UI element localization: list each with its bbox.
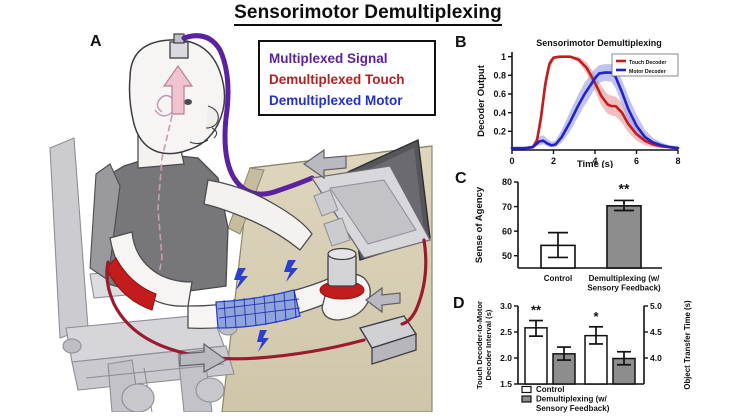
red-sensory-cable <box>105 238 428 361</box>
panel-b-ytick: 0.4 <box>493 108 506 118</box>
panel-letter-c: C <box>455 170 467 187</box>
panel-d-interval-chart: 1.5 2.0 2.5 3.0 4.0 4.5 5.0 Touch Decoder-to-… <box>466 296 736 414</box>
hand-grasping-object <box>319 247 371 321</box>
panel-c-agency-chart: 50 60 70 80 Sense of Agency Control Demultip… <box>466 172 734 294</box>
bci-setup-illustration <box>49 33 433 412</box>
panel-a-illustration <box>12 28 444 412</box>
panel-c-category-label: Demultiplexing (w/ <box>589 274 660 283</box>
panel-letter-b: B <box>455 34 467 51</box>
panel-b-xtick: 2 <box>551 156 556 166</box>
multiplexed-signal-arrow <box>162 64 194 115</box>
panel-b-x-axis-label: Time (s) <box>577 159 613 168</box>
blue-stimulation-sleeve <box>215 289 301 329</box>
panel-d-legend-swatch <box>521 385 532 394</box>
panel-b-xtick: 0 <box>509 156 514 166</box>
direction-arrows <box>179 148 401 374</box>
panel-b-line-motor <box>510 71 680 150</box>
panel-b-legend-touch: Touch Decoder <box>629 60 666 66</box>
panel-c-category-label: Sensory Feedback) <box>587 284 661 293</box>
panel-d-plot: 1.5 2.0 2.5 3.0 4.0 4.5 5.0 Touch Decoder-to-… <box>475 300 692 413</box>
panel-b-xtick: 4 <box>592 156 597 166</box>
panel-b-plot: Touch Decoder Motor Decoder 0.2 0.4 0.6 0.8… <box>476 52 681 170</box>
panel-d-ytick-left: 1.5 <box>500 379 512 389</box>
panel-b-xtick: 6 <box>634 156 639 166</box>
panel-c-ytick: 60 <box>502 226 512 236</box>
stimulation-bolt-icons <box>234 260 298 352</box>
panel-c-significance: ** <box>619 180 630 196</box>
panel-d-y-axis-label-left-line: Touch Decoder-to-Motor <box>475 301 484 389</box>
panel-d-ytick-left: 2.0 <box>500 353 512 363</box>
panel-d-legend-swatch <box>521 395 532 403</box>
laptop-decoder <box>310 138 431 261</box>
panel-d-y-axis-label-right: Object Transfer Time (s) <box>683 300 692 390</box>
panel-d-legend-label: Sensory Feedback) <box>536 404 610 413</box>
panel-b-line-touch <box>510 55 680 150</box>
panel-c-y-axis-label: Sense of Agency <box>474 186 485 263</box>
purple-multiplexed-cable <box>181 33 315 197</box>
figure-title-text: Sensorimotor Demultiplexing <box>234 2 502 26</box>
panel-d-significance: ** <box>531 303 542 318</box>
panel-d-ytick-right: 4.5 <box>650 327 662 337</box>
panel-c-ytick: 50 <box>502 251 512 261</box>
panel-d-ytick-right: 5.0 <box>650 301 662 311</box>
panel-letter-d: D <box>453 295 465 312</box>
panel-c-bar <box>606 205 642 269</box>
signal-legend-box: Multiplexed Signal Demultiplexed Touch D… <box>258 40 436 116</box>
legend-demultiplexed-touch: Demultiplexed Touch <box>269 72 405 87</box>
panel-b-decoder-chart: Sensorimotor Demultiplexing Touch Decode… <box>466 38 734 170</box>
panel-b-ytick: 0.2 <box>493 127 506 137</box>
spinal-signal-dashes <box>155 115 173 291</box>
panel-c-ytick: 70 <box>502 202 512 212</box>
panel-b-ytick: 0.8 <box>493 71 506 81</box>
panel-c-plot: 50 60 70 80 Sense of Agency Control Demultip… <box>474 177 662 293</box>
legend-multiplexed-signal: Multiplexed Signal <box>269 51 388 66</box>
panel-b-legend: Touch Decoder Motor Decoder <box>611 53 679 77</box>
panel-b-legend-motor: Motor Decoder <box>629 69 666 75</box>
person-near-arm <box>105 231 371 352</box>
panel-c-category-label: Control <box>544 274 572 283</box>
person-far-arm <box>203 179 313 251</box>
person-head <box>128 33 226 169</box>
panel-d-ytick-left: 2.5 <box>500 327 512 337</box>
panel-b-xtick: 8 <box>675 156 680 166</box>
legend-demultiplexed-motor: Demultiplexed Motor <box>269 93 403 108</box>
panel-d-ytick-left: 3.0 <box>500 301 512 311</box>
touch-feedback-band <box>105 257 157 311</box>
panel-b-y-axis-label: Decoder Output <box>476 64 487 137</box>
panel-d-legend-label: Demultiplexing (w/ <box>536 395 607 404</box>
figure-title: Sensorimotor Demultiplexing <box>0 2 736 26</box>
panel-letter-a: A <box>90 33 102 50</box>
panel-d-legend-label: Control <box>536 385 564 394</box>
panel-d-significance: * <box>593 309 599 324</box>
panel-d-y-axis-label-left-line: Decoder Interval (s) <box>484 309 493 380</box>
panel-c-ytick: 80 <box>502 177 512 187</box>
panel-b-ytick: 0.6 <box>493 89 506 99</box>
panel-d-ytick-right: 4.0 <box>650 353 662 363</box>
panel-b-title: Sensorimotor Demultiplexing <box>536 38 662 48</box>
head-implant-pedestal <box>169 33 189 59</box>
panel-b-ytick: 1 <box>501 52 506 62</box>
